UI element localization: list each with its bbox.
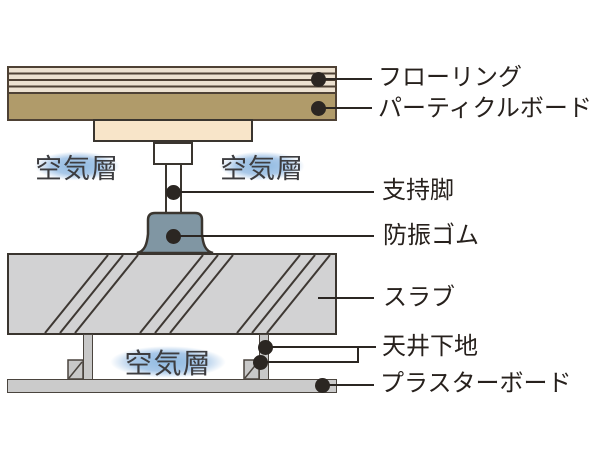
plaster-board-layer — [7, 379, 337, 393]
flooring-layer — [7, 66, 337, 94]
particle-board-layer — [7, 94, 337, 121]
leader-ceiling-top — [264, 346, 376, 348]
leader-plaster-board — [322, 384, 374, 386]
concrete-slab — [7, 253, 337, 335]
bracket-diagonal — [68, 361, 83, 379]
leader-rubber — [173, 235, 374, 237]
leader-flooring — [318, 78, 372, 80]
air-layer-label: 空気層 — [124, 349, 212, 380]
ceiling-angle-bracket-left — [67, 359, 84, 380]
label-plaster-board: プラスターボード — [380, 371, 572, 397]
slab-hatch-lines — [44, 255, 331, 333]
leader-support-leg — [173, 191, 374, 193]
label-support-leg: 支持脚 — [382, 178, 454, 204]
label-slab: スラブ — [383, 285, 455, 311]
label-vibration-rubber: 防振ゴム — [383, 223, 479, 249]
air-layer-glow-upper-left: 空気層 — [21, 147, 133, 185]
leader-ceiling-bottom — [259, 361, 359, 363]
label-flooring: フローリング — [378, 65, 522, 91]
ceiling-hanger-post-left — [83, 334, 93, 380]
air-layer-glow-upper-right: 空気層 — [206, 147, 318, 185]
label-particle-board: パーティクルボード — [378, 96, 592, 122]
leader-ceiling-connector — [357, 346, 359, 363]
support-leg-base-plate — [93, 119, 253, 142]
air-layer-label: 空気層 — [35, 153, 119, 184]
label-ceiling-base: 天井下地 — [382, 334, 478, 360]
support-leg-upper-block — [153, 142, 193, 165]
air-layer-glow-lower: 空気層 — [92, 341, 244, 383]
leader-particle-board — [318, 107, 372, 109]
leader-slab — [318, 297, 374, 299]
air-layer-label: 空気層 — [220, 153, 304, 184]
